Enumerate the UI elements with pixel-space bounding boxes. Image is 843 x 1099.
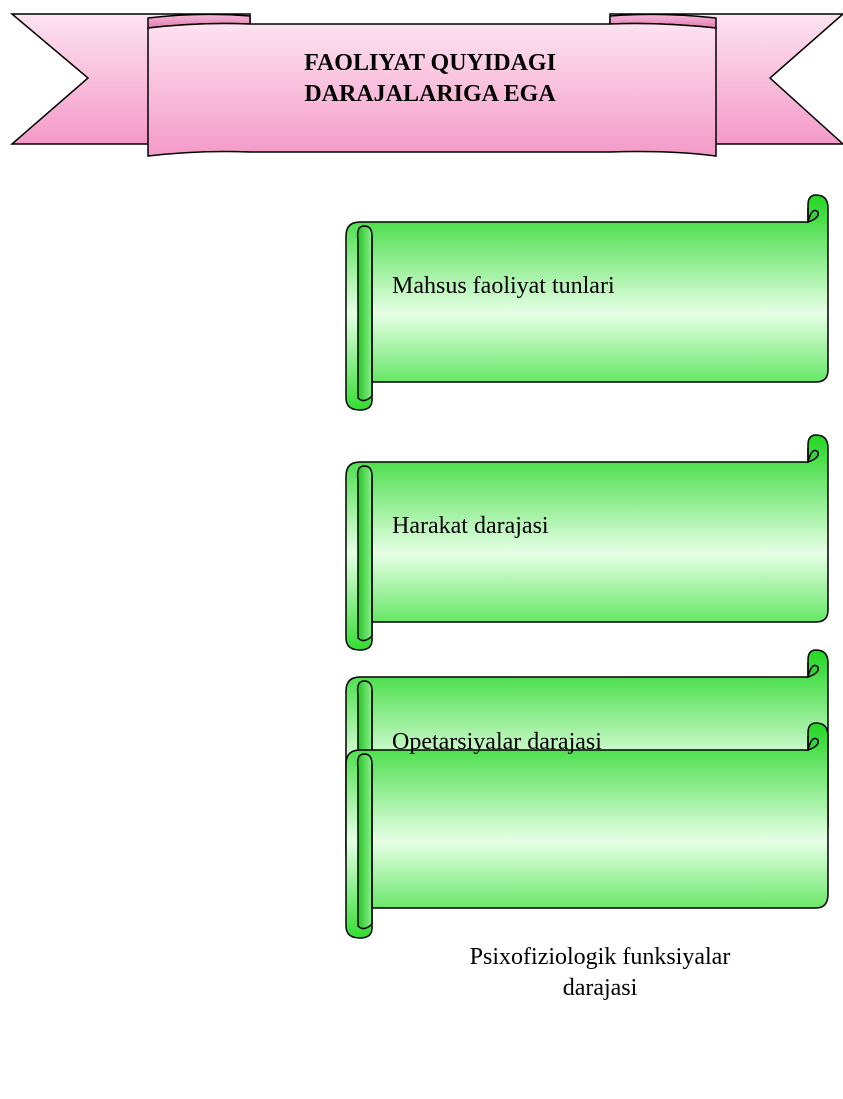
scroll-4: [345, 722, 829, 939]
banner-title-line1: FAOLIYAT QUYIDAGI: [304, 50, 556, 76]
ribbon-banner: [9, 13, 843, 157]
scroll-2: [345, 434, 829, 651]
level-2-text: Harakat darajasi: [392, 513, 549, 539]
banner-title: FAOLIYAT QUYIDAGI DARAJALARIGA EGA: [150, 48, 710, 110]
scroll-2-left-curl: [356, 465, 373, 642]
level-3-text: Opetarsiyalar darajasi: [392, 729, 602, 755]
level-1-text: Mahsus faoliyat tunlari: [392, 273, 615, 299]
level-4-text-line1: Psixofiziologik funksiyalar: [469, 944, 731, 970]
ribbon-body: [147, 22, 717, 157]
scroll-4-top-curl: [806, 737, 820, 752]
banner-title-line2: DARAJALARIGA EGA: [304, 81, 556, 107]
scroll-2-body: [345, 434, 829, 651]
scroll-4-left-curl: [356, 753, 373, 930]
level-4-text-line2: darajasi: [562, 975, 638, 1001]
scroll-1: [345, 194, 829, 411]
scroll-4-body: [345, 722, 829, 939]
scroll-1-body: [345, 194, 829, 411]
scroll-1-top-curl: [806, 209, 820, 224]
level-4-text: Psixofiziologik funksiyalar darajasi: [372, 942, 828, 1004]
scroll-3-top-curl: [806, 664, 820, 679]
scroll-2-top-curl: [806, 449, 820, 464]
scroll-1-left-curl: [356, 225, 373, 402]
